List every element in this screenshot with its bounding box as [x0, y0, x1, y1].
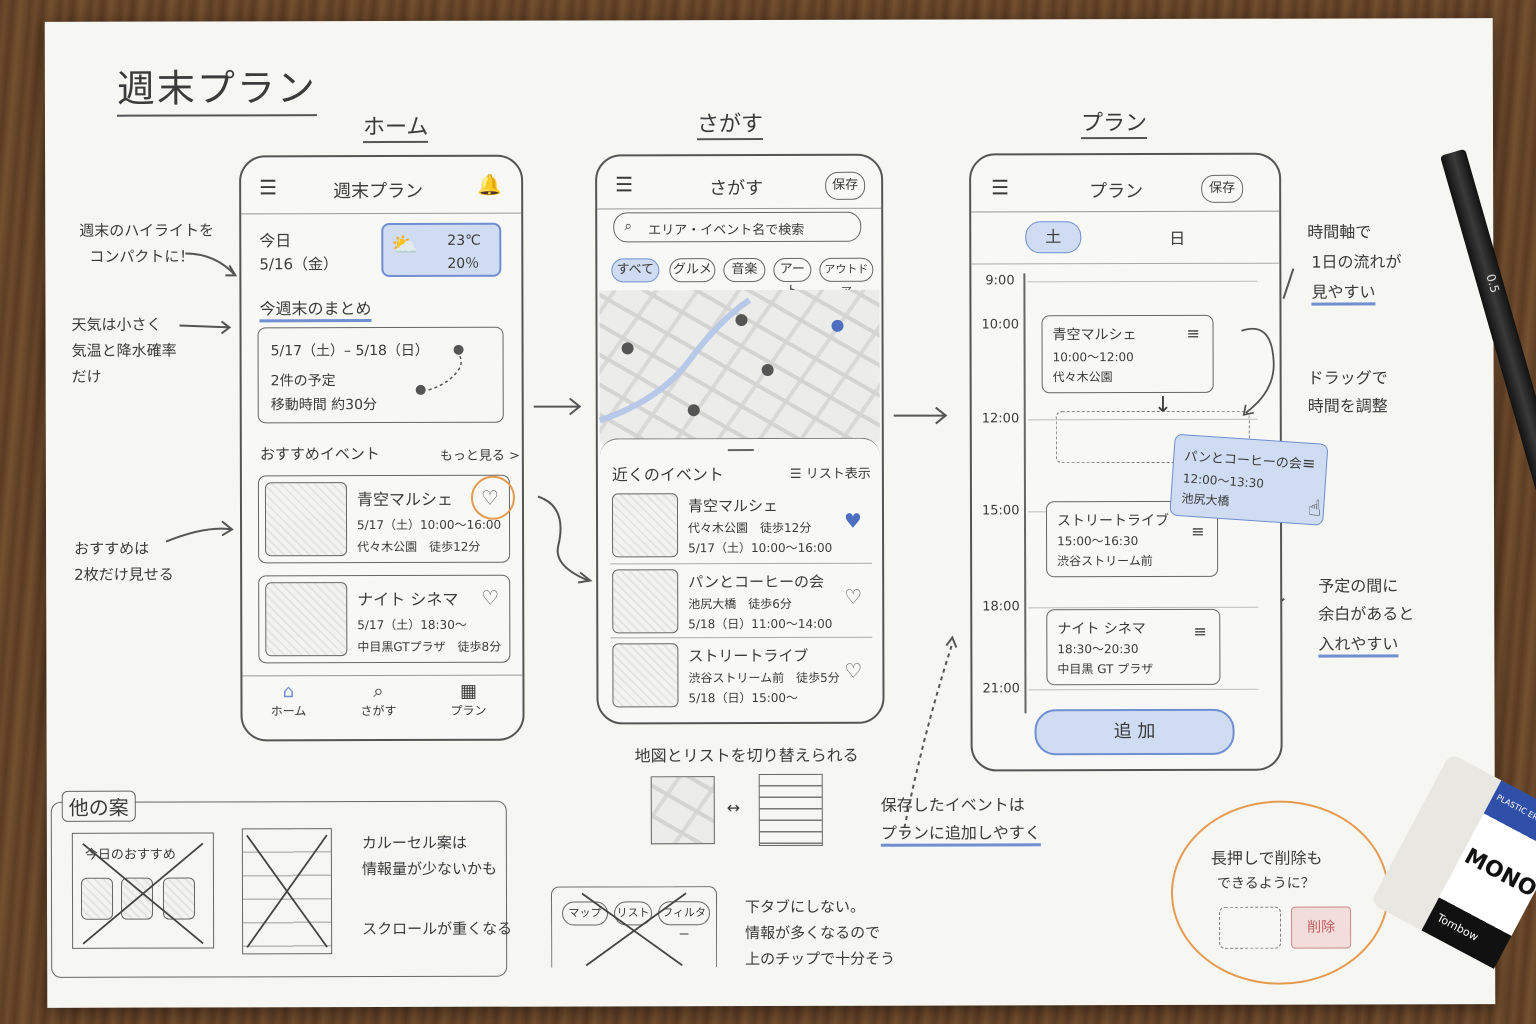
note-long-press-a: 長押しで削除も [1210, 848, 1323, 868]
long-press-callout: 長押しで削除も できるように？ 削除 [1170, 800, 1390, 985]
note-weather-b: 気温と降水確率 [71, 341, 177, 360]
drag-handle-icon[interactable]: ≡ [1193, 621, 1207, 641]
note-highlight-a: 週末のハイライトを [79, 221, 214, 240]
note-drag-a: ドラッグで [1307, 368, 1388, 388]
time-label: 12:00 [981, 411, 1020, 427]
note-saved-a: 保存したイベントは [880, 795, 1025, 815]
note-recommend-a: おすすめは [74, 539, 150, 558]
list-note: スクロールが重くなる [362, 919, 513, 939]
carousel-note-a: カルーセル案は [361, 833, 467, 853]
map-view[interactable] [598, 289, 880, 443]
hand-pointer-icon: ☝ [1307, 496, 1322, 522]
pencil-label: 0.5 [1483, 272, 1503, 295]
time-label: 9:00 [985, 273, 1015, 289]
note-gap-a: 予定の間に [1318, 576, 1399, 596]
note-timeline-c: 見やすい [1311, 278, 1376, 306]
add-button[interactable]: 追 加 [1034, 708, 1235, 756]
day-tab-sat[interactable]: 土 [1025, 221, 1082, 254]
note-weather-c: だけ [71, 367, 102, 386]
event-time: 18:30〜20:30 [1057, 642, 1139, 657]
drag-handle-icon[interactable]: ≡ [1186, 323, 1200, 343]
sketch-paper: 週末プラン ホーム さがす プラン ☰ 週末プラン 🔔 今日 5/16（金） ⛅… [44, 18, 1496, 1008]
home-phone-frame: ☰ 週末プラン 🔔 今日 5/16（金） ⛅ 23℃ 20％ 今週末のまとめ 5… [239, 154, 525, 742]
note-no-tab-a: 下タブにしない。 [745, 897, 866, 917]
map-pins [598, 297, 844, 424]
event-time: 15:00〜16:30 [1057, 534, 1139, 549]
event-time: 10:00〜12:00 [1052, 350, 1134, 365]
list-sketch [241, 828, 333, 955]
event-place: 代々木公園 [1052, 370, 1113, 385]
carousel-note-b: 情報量が少ないかも [361, 859, 497, 879]
plan-event-1[interactable]: 青空マルシェ 10:00〜12:00 代々木公園 ≡ [1041, 314, 1214, 394]
note-long-press-b: できるように？ [1216, 875, 1315, 892]
note-gap-b: 余白があると [1318, 604, 1415, 624]
note-drag-b: 時間を調整 [1307, 396, 1388, 416]
carousel-sketch: 今日のおすすめ [71, 832, 215, 949]
time-label: 10:00 [981, 317, 1019, 333]
event-name: ナイト シネマ [1057, 621, 1146, 638]
drag-handle-icon[interactable]: ≡ [1191, 521, 1205, 541]
placeholder-box [1219, 906, 1282, 949]
note-highlight-b: コンパクトに！ [89, 247, 195, 266]
event-name: 青空マルシェ [1052, 327, 1137, 344]
search-phone-frame: ☰ さがす 保存 ⌕ エリア・イベント名で検索 すべて グルメ 音楽 アート ア… [595, 153, 885, 725]
note-saved-b: プランに追加しやすく [880, 819, 1041, 847]
alt-heading: 他の案 [61, 790, 136, 822]
note-weather-a: 天気は小さく [71, 315, 162, 334]
note-map-list: 地図とリストを切り替えられる [634, 745, 859, 766]
time-label: 18:00 [982, 599, 1020, 615]
eraser-maker: Tombow [1434, 911, 1481, 944]
note-recommend-b: 2枚だけ見せる [74, 565, 174, 584]
alt-ideas-box: 他の案 今日のおすすめ カルーセル案は 情報量が少ないかも スクロールが重くなる [50, 790, 512, 978]
time-label: 15:00 [981, 503, 1020, 519]
eraser-sub: PLASTIC ERASER [1494, 792, 1536, 833]
event-name: ストリートライブ [1057, 512, 1170, 530]
curved-drag-arrow [1241, 327, 1275, 416]
cross-out-mark [82, 842, 204, 945]
map-mini-icon [650, 776, 715, 845]
drag-handle-icon[interactable]: ≡ [1301, 453, 1317, 474]
route-sketch-icon [415, 344, 464, 395]
list-mini-icon [758, 773, 823, 847]
note-timeline-b: 1日の流れが [1311, 252, 1402, 272]
time-label: 21:00 [982, 681, 1020, 697]
hamburger-menu-icon[interactable]: ☰ [991, 175, 1010, 200]
plan-event-4[interactable]: ナイト シネマ 18:30〜20:30 中目黒 GT プラザ ≡ [1046, 608, 1221, 686]
event-time: 12:00〜13:30 [1182, 471, 1265, 491]
cross-out-mark [246, 834, 328, 948]
plan-header-title: プラン [1089, 181, 1144, 203]
event-place: 池尻大橋 [1181, 491, 1230, 509]
rejected-tab-sketch: マップ リスト フィルター [550, 886, 718, 968]
eraser-brand: MONO [1460, 844, 1536, 903]
timeline-axis [1023, 273, 1027, 714]
event-place: 中目黒 GT プラザ [1057, 661, 1154, 677]
event-place: 渋谷ストリーム前 [1057, 553, 1153, 569]
event-name: パンとコーヒーの会 [1183, 449, 1303, 473]
note-timeline-a: 時間軸で [1307, 222, 1372, 242]
note-gap-c: 入れやすい [1318, 630, 1399, 658]
cross-out-mark [581, 892, 687, 967]
note-no-tab-b: 情報が多くなるので [745, 923, 881, 943]
save-button[interactable]: 保存 [1201, 174, 1244, 203]
note-no-tab-c: 上のチップで十分そう [745, 949, 896, 969]
swap-arrow-icon: ↔ [726, 798, 741, 818]
dragging-event-card[interactable]: パンとコーヒーの会 12:00〜13:30 池尻大橋 ≡ [1169, 433, 1329, 526]
summary-card[interactable]: 5/17（土）– 5/18（日） 2件の予定 移動時間 約30分 [257, 326, 504, 424]
flow-arrows [165, 252, 1295, 836]
day-tab-sun[interactable]: 日 [1169, 228, 1186, 248]
delete-button[interactable]: 削除 [1291, 906, 1352, 949]
